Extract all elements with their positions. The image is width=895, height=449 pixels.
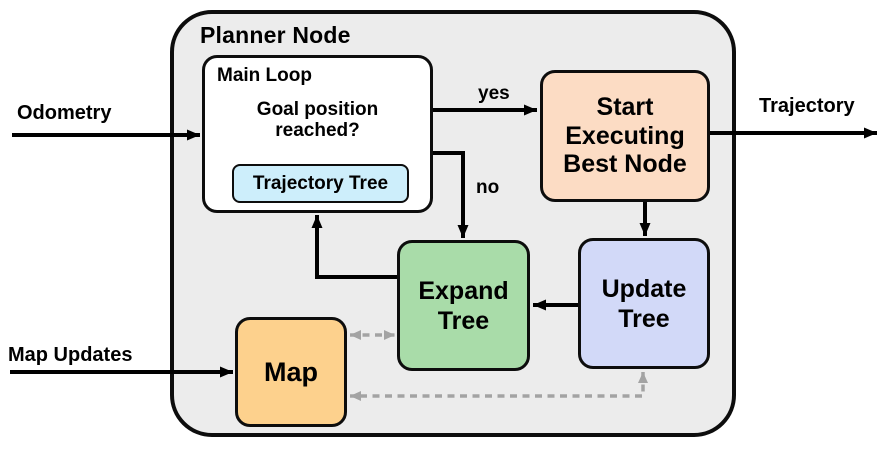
goal-position-question: Goal position reached?: [256, 99, 379, 141]
expand-tree-box: Expand Tree: [397, 240, 530, 371]
trajectory-tree-label: Trajectory Tree: [252, 172, 389, 194]
yes-edge-label: yes: [478, 83, 510, 104]
start-executing-best-node-label: Start Executing Best Node: [563, 92, 687, 179]
trajectory-tree-box: Trajectory Tree: [232, 164, 409, 203]
update-tree-box: Update Tree: [578, 238, 710, 369]
map-box: Map: [235, 317, 347, 427]
expand-tree-label: Expand Tree: [418, 276, 509, 335]
main-loop-box: Main Loop Goal position reached? Traject…: [202, 55, 433, 213]
start-executing-best-node-box: Start Executing Best Node: [540, 70, 710, 202]
planner-node-title: Planner Node: [200, 22, 351, 48]
trajectory-output-label: Trajectory: [759, 95, 855, 117]
update-tree-label: Update Tree: [601, 274, 687, 333]
map-updates-input-label: Map Updates: [8, 344, 133, 366]
odometry-input-label: Odometry: [17, 102, 112, 124]
main-loop-title: Main Loop: [217, 65, 312, 86]
map-label: Map: [264, 356, 318, 387]
no-edge-label: no: [476, 177, 500, 198]
